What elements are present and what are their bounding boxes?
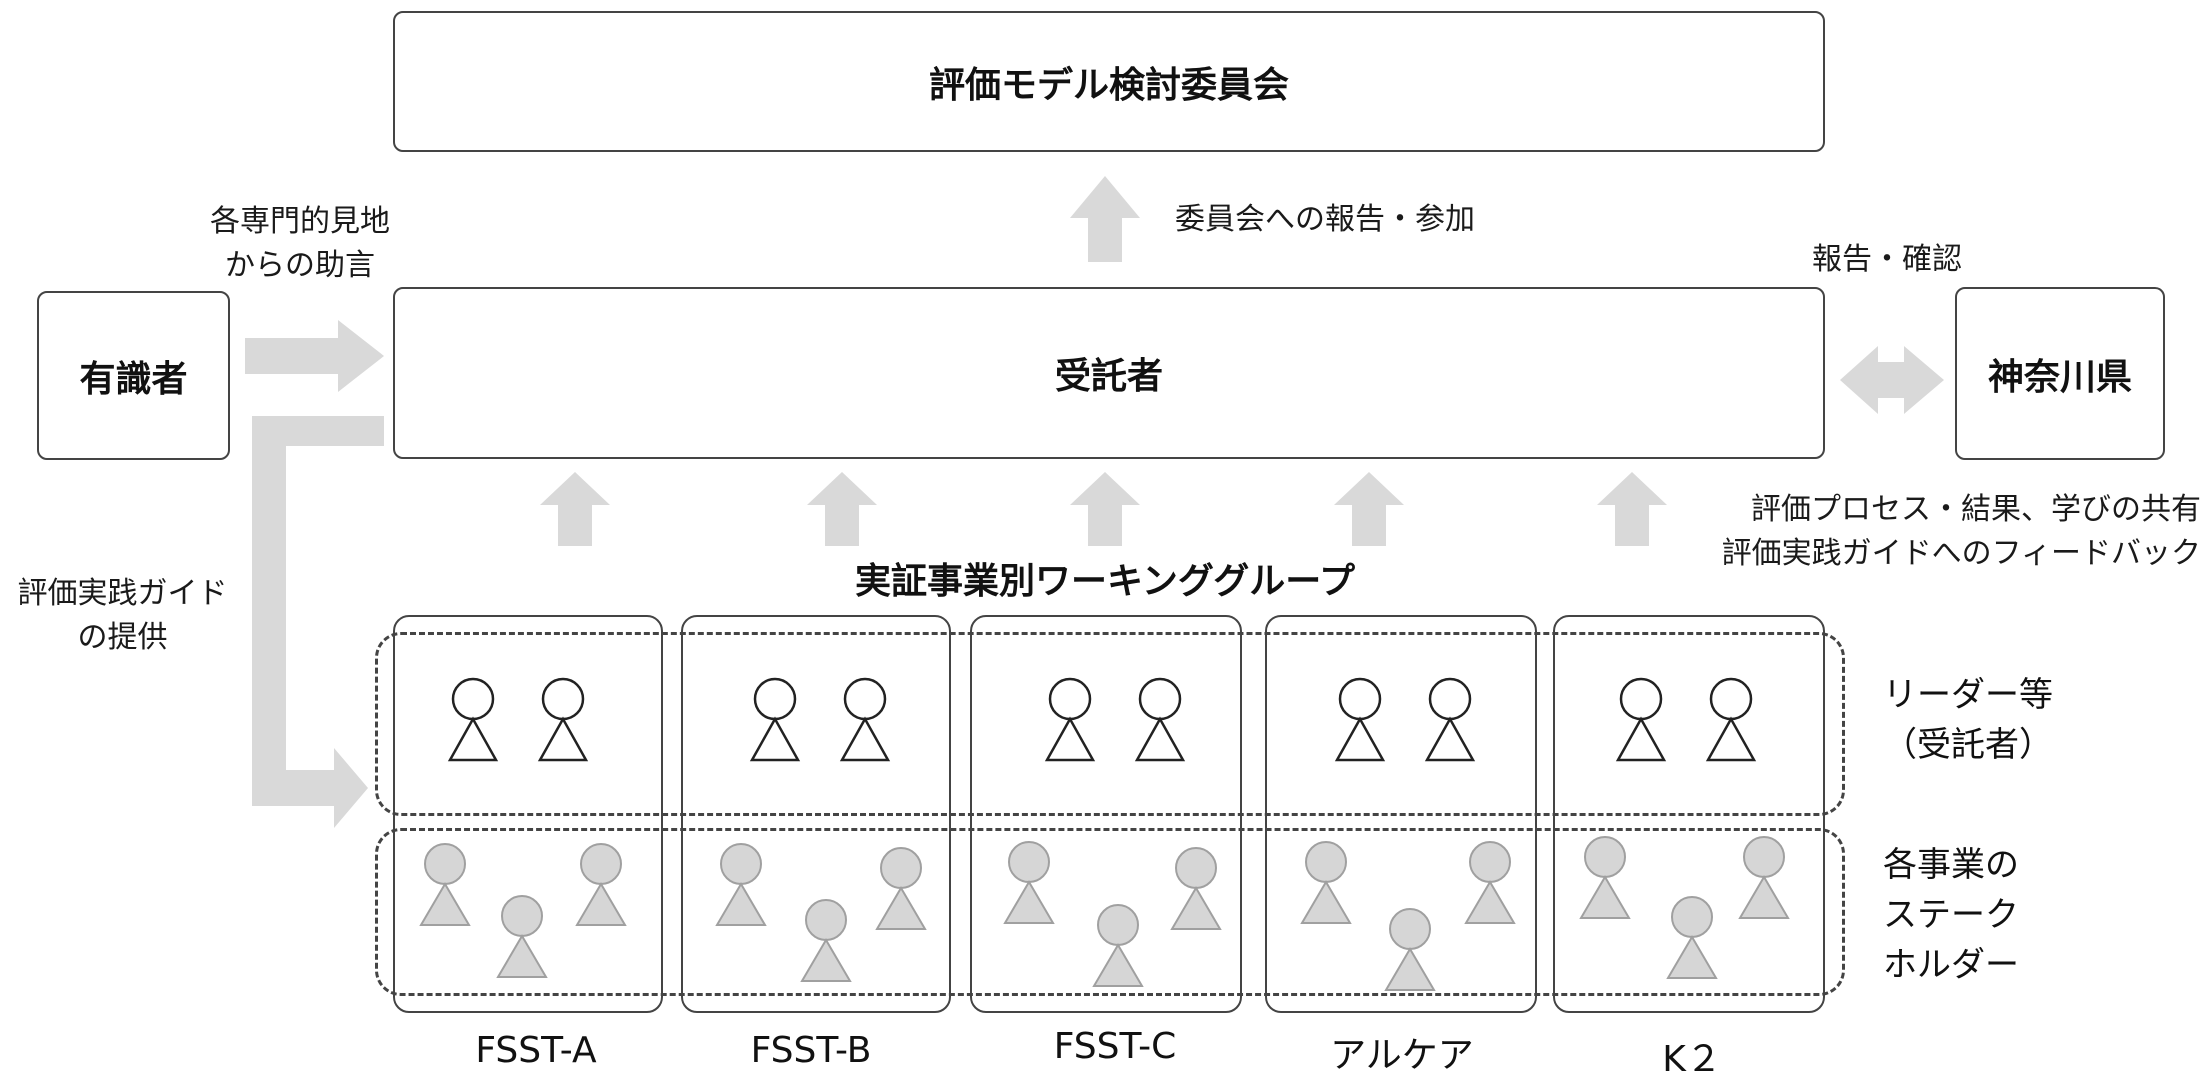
label-guide-line2: の提供 — [77, 620, 168, 655]
arrow-up-alcare — [1334, 472, 1404, 546]
contractor-title: 受託者 — [1054, 356, 1163, 397]
leader-icon — [1134, 677, 1186, 762]
stakeholders-row-label-line2: ステーク — [1883, 895, 2019, 935]
label-feedback: 評価プロセス・結果、学びの共有 評価実践ガイドへのフィードバック — [1689, 488, 2201, 576]
stakeholders-row-label-line1: 各事業の — [1883, 845, 2019, 885]
working-group-title: 実証事業別ワーキンググループ — [855, 561, 1356, 602]
leader-icon — [749, 677, 801, 762]
stakeholder-icon — [1464, 841, 1516, 924]
stakeholder-icon — [1384, 908, 1436, 991]
experts-title: 有識者 — [79, 358, 188, 400]
label-report-to-committee: 委員会への報告・参加 — [1175, 202, 1475, 237]
stakeholder-icon — [575, 843, 627, 926]
column-name: K２ — [1662, 1039, 1722, 1080]
label-feedback-line2: 評価実践ガイドへのフィードバック — [1721, 536, 2201, 571]
label-guide-line1: 評価実践ガイド — [17, 576, 228, 611]
stakeholder-icon — [1170, 847, 1222, 930]
leader-icon — [1424, 677, 1476, 762]
stakeholder-icon — [1092, 904, 1144, 987]
stakeholder-icon — [800, 899, 852, 982]
arrow-contractor-prefecture — [1840, 346, 1944, 414]
column-name: FSST-C — [1053, 1026, 1177, 1067]
stakeholder-icon — [1300, 841, 1352, 924]
prefecture-box: 神奈川県 — [1955, 287, 2165, 460]
leaders-row-label-line2: （受託者） — [1883, 725, 2053, 765]
column-name: FSST-B — [750, 1030, 872, 1071]
prefecture-title: 神奈川県 — [1987, 356, 2132, 398]
leader-icon — [1705, 677, 1757, 762]
column-name: FSST-A — [475, 1030, 597, 1071]
leaders-row-label: リーダー等 （受託者） — [1883, 670, 2053, 770]
label-feedback-line1: 評価プロセス・結果、学びの共有 — [1751, 492, 2201, 527]
leader-icon — [1615, 677, 1667, 762]
stakeholder-icon — [496, 895, 548, 978]
stakeholder-icon — [1666, 896, 1718, 979]
arrow-up-k2 — [1597, 472, 1667, 546]
committee-box: 評価モデル検討委員会 — [393, 11, 1825, 152]
label-advice: 各専門的見地 からの助言 — [170, 200, 430, 288]
stakeholder-icon — [1579, 836, 1631, 919]
arrow-up-committee — [1070, 176, 1140, 262]
label-report-confirm: 報告・確認 — [1812, 242, 1962, 277]
leader-icon — [537, 677, 589, 762]
label-advice-line2: からの助言 — [225, 248, 375, 283]
label-guide: 評価実践ガイド の提供 — [0, 572, 245, 660]
stakeholders-row-label: 各事業の ステーク ホルダー — [1883, 840, 2019, 990]
leaders-row-label-line1: リーダー等 — [1883, 675, 2053, 715]
leader-icon — [839, 677, 891, 762]
arrow-guide-provision — [252, 416, 384, 828]
column-name: アルケア — [1330, 1035, 1474, 1076]
arrow-up-fsst-c — [1070, 472, 1140, 546]
leader-icon — [1044, 677, 1096, 762]
contractor-box: 受託者 — [393, 287, 1825, 459]
arrow-up-fsst-b — [807, 472, 877, 546]
arrow-up-fsst-a — [540, 472, 610, 546]
stakeholder-icon — [1738, 836, 1790, 919]
stakeholders-row-label-line3: ホルダー — [1883, 945, 2019, 985]
leader-icon — [1334, 677, 1386, 762]
experts-box: 有識者 — [37, 291, 230, 460]
leader-icon — [447, 677, 499, 762]
stakeholder-icon — [419, 843, 471, 926]
committee-title: 評価モデル検討委員会 — [928, 64, 1289, 106]
label-advice-line1: 各専門的見地 — [210, 204, 390, 239]
leaders-row-group — [375, 632, 1845, 816]
stakeholder-icon — [875, 847, 927, 930]
stakeholders-row-group — [375, 828, 1845, 996]
arrow-experts-to-contractor — [245, 320, 384, 392]
stakeholder-icon — [1003, 841, 1055, 924]
stakeholder-icon — [715, 843, 767, 926]
